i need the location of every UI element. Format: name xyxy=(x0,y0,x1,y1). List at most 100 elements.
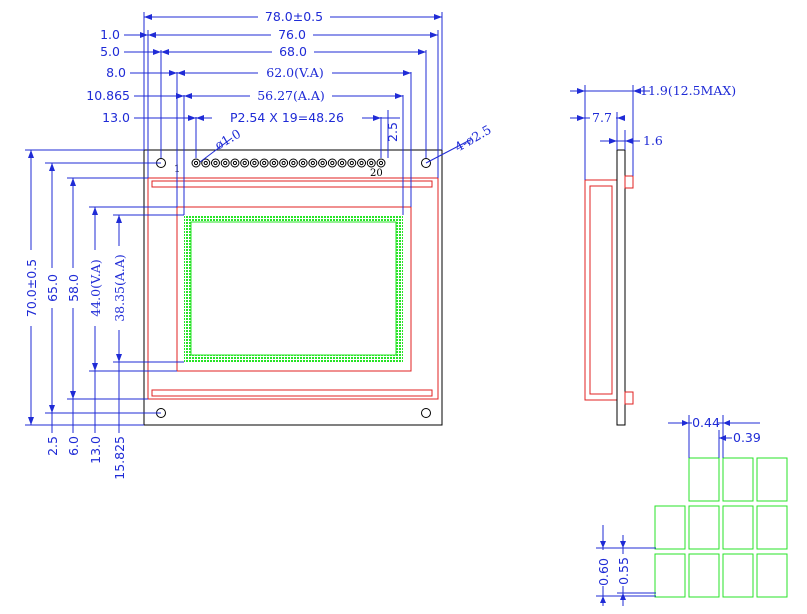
pin-pad xyxy=(279,158,289,168)
dim-left-3: 8.0 xyxy=(106,65,126,80)
pin-hole xyxy=(262,160,267,166)
pin-last-label: 20 xyxy=(370,168,383,179)
dim-pcb-inner: 68.0 xyxy=(279,44,307,59)
side-pcb xyxy=(616,149,626,426)
dim-bottom-4: 15.825 xyxy=(112,436,127,480)
pin-hole xyxy=(232,160,238,166)
pin-pad xyxy=(210,158,220,168)
dot-cell-grid xyxy=(654,457,788,598)
pin-pad xyxy=(230,158,240,168)
dim-total-thickness: 11.9(12.5MAX) xyxy=(640,83,736,98)
dim-hole-span: 76.0 xyxy=(278,27,306,42)
mount-hole-top-right xyxy=(421,158,431,168)
pin-header xyxy=(191,158,386,168)
dim-bottom-3: 13.0 xyxy=(88,436,103,464)
callout-pin-hole: ø1.0 xyxy=(212,126,243,153)
pin-hole xyxy=(291,160,296,166)
top-dimensions: 78.0±0.5 76.0 68.0 62.0(V.A) 56.27(A.A) … xyxy=(143,8,443,215)
dim-overall-height: 70.0±0.5 xyxy=(24,259,39,317)
pin-hole xyxy=(378,160,384,166)
bezel-outer xyxy=(147,177,439,400)
pin-hole xyxy=(320,160,325,166)
pin-pad xyxy=(220,158,230,168)
dim-pin-offset: 2.5 xyxy=(385,122,400,142)
dim-bottom-1: 2.5 xyxy=(45,436,60,456)
pin-pad xyxy=(298,158,308,168)
pin-pad xyxy=(337,158,347,168)
dot-cell xyxy=(756,457,788,502)
dot-cell xyxy=(654,553,686,598)
active-area-inner xyxy=(190,221,397,356)
pin-hole xyxy=(271,160,276,166)
dim-dot-height: 0.55 xyxy=(616,557,631,585)
side-connector xyxy=(624,175,634,189)
bottom-offset-dimensions: 2.5 6.0 13.0 15.825 xyxy=(45,362,127,480)
dim-left-1: 1.0 xyxy=(100,27,120,42)
pin-hole xyxy=(203,160,208,166)
pin-pad xyxy=(249,158,259,168)
dim-view-area-width: 62.0(V.A) xyxy=(266,65,323,80)
dim-bottom-2: 6.0 xyxy=(66,436,81,456)
pcb-outline xyxy=(143,149,443,426)
dot-cell xyxy=(688,457,720,502)
bezel-rail-top xyxy=(151,180,433,188)
pin-pad xyxy=(201,158,211,168)
dot-cell xyxy=(688,505,720,550)
side-view: 11.9(12.5MAX) 7.7 1.6 xyxy=(570,83,736,426)
pin-hole xyxy=(339,160,345,166)
vertical-dimensions: 70.0±0.5 65.0 58.0 44.0(V.A) 38.35(A.A) xyxy=(22,149,184,426)
pin-hole xyxy=(330,160,335,166)
pin-hole xyxy=(193,160,199,166)
pin-pad xyxy=(357,158,367,168)
dim-pin-pitch: P2.54 X 19=48.26 xyxy=(230,110,344,125)
dot-cell xyxy=(688,553,720,598)
pin-hole xyxy=(301,160,306,166)
dim-hole-span-vertical: 65.0 xyxy=(45,274,60,302)
side-connector-bottom xyxy=(624,391,634,405)
dot-cell xyxy=(722,457,754,502)
pin-pad xyxy=(366,158,376,168)
pin-hole xyxy=(242,160,247,166)
pin-hole xyxy=(359,160,364,166)
dim-dot-pitch-x: 0.44 xyxy=(692,415,720,430)
dim-dot-pitch-y: 0.60 xyxy=(596,558,611,586)
callouts: ø1.0 4-ø2.5 xyxy=(199,122,494,164)
pin-hole xyxy=(349,160,354,166)
dot-cell xyxy=(722,505,754,550)
dim-active-area-height: 38.35(A.A) xyxy=(112,254,127,322)
bezel-rail-bottom xyxy=(151,389,433,397)
pin-pad xyxy=(308,158,318,168)
pin-pad xyxy=(288,158,298,168)
dim-left-4: 10.865 xyxy=(86,88,130,103)
dim-left-2: 5.0 xyxy=(100,44,120,59)
pin-hole xyxy=(252,160,257,166)
dim-overall-width: 78.0±0.5 xyxy=(265,9,323,24)
pin-pad xyxy=(259,158,269,168)
pin-pad xyxy=(318,158,328,168)
pin-pad xyxy=(327,158,337,168)
pin-pad xyxy=(376,158,386,168)
pin-pad xyxy=(347,158,357,168)
dim-view-area-height: 44.0(V.A) xyxy=(88,259,103,316)
pin-pad xyxy=(240,158,250,168)
pin-pad xyxy=(191,158,201,168)
pin-hole xyxy=(223,160,228,166)
callout-mount-holes: 4-ø2.5 xyxy=(452,122,494,155)
mount-hole-bottom-right xyxy=(421,408,431,418)
left-offset-dimensions: 1.0 5.0 8.0 10.865 13.0 xyxy=(86,27,196,125)
dot-cell xyxy=(722,553,754,598)
dot-cell xyxy=(654,505,686,550)
side-bezel-inner xyxy=(589,185,613,395)
dim-pcb-thickness: 1.6 xyxy=(643,133,663,148)
front-view: 1 20 xyxy=(143,149,443,426)
pin-hole xyxy=(213,160,218,166)
dot-detail: 0.44 0.39 0.60 0.55 xyxy=(596,415,788,606)
dim-module-depth: 7.7 xyxy=(592,110,612,125)
dot-cell xyxy=(756,505,788,550)
dim-left-5: 13.0 xyxy=(102,110,130,125)
dot-cell xyxy=(756,553,788,598)
pin-pad xyxy=(269,158,279,168)
dim-inner-height: 58.0 xyxy=(66,274,81,302)
pin-hole xyxy=(310,160,315,166)
